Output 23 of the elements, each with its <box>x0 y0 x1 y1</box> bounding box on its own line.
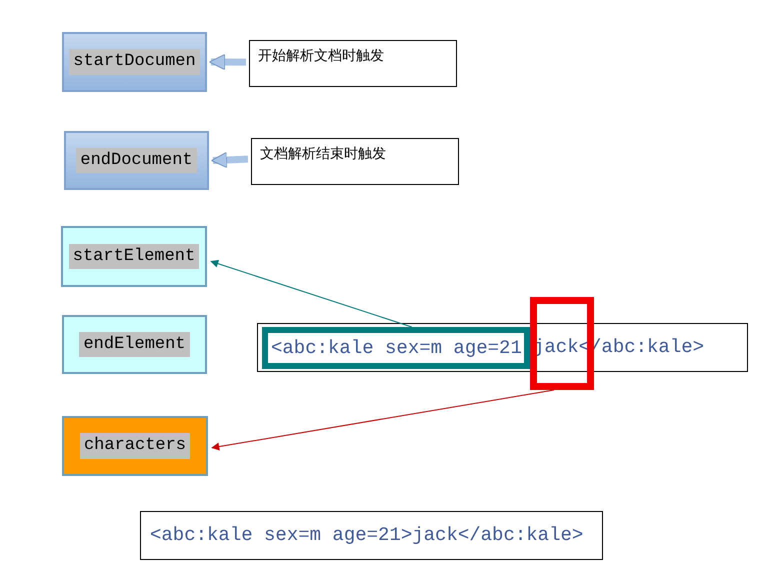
xml-code: <abc:kale sex=m age=21>jack</abc:kale> <box>150 523 584 548</box>
highlight-box <box>262 327 530 369</box>
note-box <box>251 138 459 185</box>
xml-code: <abc:kale sex=m age=21 <box>271 336 522 361</box>
event-name: startDocumen <box>69 49 200 75</box>
event-box <box>61 226 207 287</box>
event-box <box>64 131 209 190</box>
event-name: startElement <box>68 244 200 270</box>
event-box <box>62 32 207 92</box>
event-name: endDocument <box>76 148 197 174</box>
code-box <box>140 511 603 560</box>
code-box <box>257 323 748 372</box>
note-text: 文档解析结束时触发 <box>260 144 386 163</box>
arrow <box>211 152 248 168</box>
event-box <box>62 416 208 476</box>
arrow <box>209 54 246 70</box>
note-text: 开始解析文档时触发 <box>258 46 384 65</box>
arrow <box>210 260 412 328</box>
event-name: characters <box>80 433 190 459</box>
note-box <box>249 40 457 87</box>
event-box <box>62 315 207 374</box>
arrow <box>211 390 554 451</box>
event-name: endElement <box>79 332 190 358</box>
